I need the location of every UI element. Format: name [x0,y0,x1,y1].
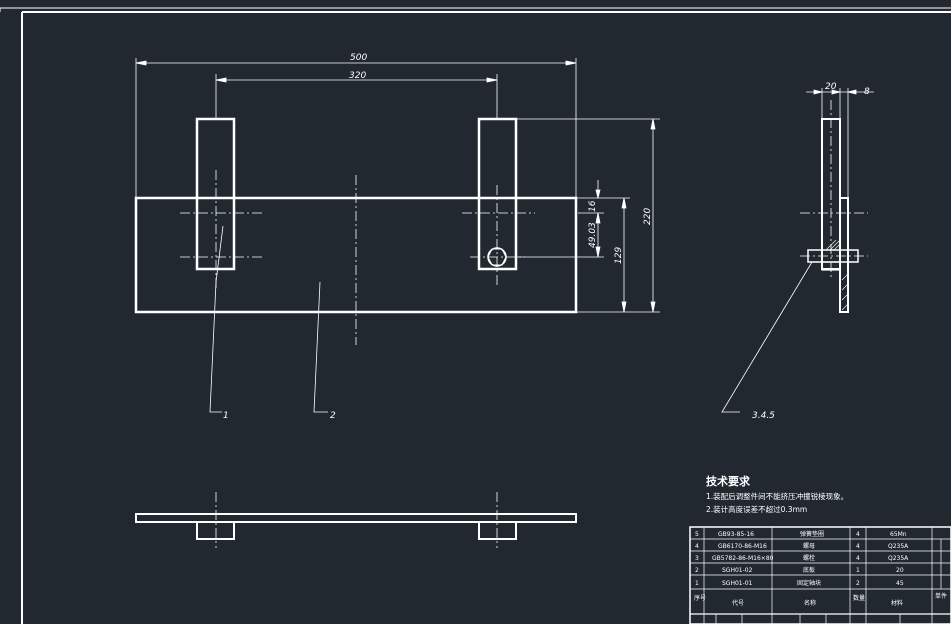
bom-header-name: 名称 [804,599,816,607]
dim-height-total: 220 [643,208,653,225]
tech-req-item-1: 1.装配后调整件间不能挤压冲撞锐棱现象。 [706,491,848,501]
bom-row-no: 1 [695,580,699,587]
right-block [477,117,518,271]
bom-row: 5 GB93-85-16 弹簧垫圈 4 65Mn [695,530,907,538]
bom-row-material: 65Mn [890,531,907,538]
bom-row-no: 4 [695,543,699,550]
bom-row-code: SGH01-02 [722,567,753,574]
dim-hole-spacing: 320 [349,71,366,81]
bom-row-no: 2 [695,567,699,574]
side-view [721,100,868,413]
dim-overall-length: 500 [350,53,367,63]
side-hatch [825,239,849,311]
dim-side-width: 20 [825,82,837,92]
bom-row-no: 3 [695,555,699,562]
bom-row-material: Q235A [888,555,909,562]
bom-table [689,526,951,624]
front-view [134,117,578,413]
bom-row-name: 底板 [803,566,815,574]
dim-height-small: 49.03 [588,222,598,248]
part-label-345: 3.4.5 [752,411,775,421]
dim-side-thickness: 8 [864,87,870,97]
top-view [135,492,577,548]
bom-rows: 5 GB93-85-16 弹簧垫圈 4 65Mn 4 GB6170-86-M16… [694,530,947,607]
bom-row-qty: 2 [856,580,860,587]
leader-lines [209,225,328,413]
dim-height-mid: 129 [614,247,624,264]
bom-header: 序号 代号 名称 数量 材料 单件 [694,592,947,607]
left-block [195,117,236,271]
drawing-frame [0,7,951,624]
bom-row-code: GB5782-86-M16×80 [712,555,774,562]
bom-row-name: 固定轴块 [797,579,821,587]
top-right-block [478,521,517,540]
bom-row-code: GB6170-86-M16 [718,543,767,550]
tech-req-item-2: 2.装计高度误差不超过0.3mm [706,504,807,514]
front-dimensions [135,58,660,313]
side-plate [839,197,849,313]
top-plate [135,513,577,523]
bom-row: 4 GB6170-86-M16 螺母 4 Q235A [695,542,909,550]
bom-row-material: 20 [896,567,904,574]
bom-row: 2 SGH01-02 底板 1 20 [695,566,904,574]
dim-offset-top: 16 [588,200,598,212]
bom-row-code: SGH01-01 [722,580,753,587]
bom-header-qty: 数量 [853,594,865,602]
part-label-2: 2 [330,411,336,421]
bom-row-material: 45 [896,580,904,587]
bom-row: 1 SGH01-01 固定轴块 2 45 [695,579,904,587]
bom-row-qty: 4 [856,555,860,562]
tech-req-title: 技术要求 [706,474,751,488]
bom-row-material: Q235A [888,543,909,550]
bom-header-no: 序号 [694,594,706,602]
bom-row-name: 弹簧垫圈 [800,530,824,538]
bom-row-qty: 1 [856,567,860,574]
bom-header-extra: 单件 [935,592,947,600]
bom-row-name: 螺母 [803,542,815,550]
side-dimensions [806,88,874,198]
bom-row-qty: 4 [856,543,860,550]
top-left-block [196,521,235,540]
bom-row-qty: 4 [856,531,860,538]
bom-row: 3 GB5782-86-M16×80 螺栓 4 Q235A [695,554,909,562]
part-label-1: 1 [223,411,229,421]
bom-row-name: 螺栓 [803,554,815,562]
bom-row-code: GB93-85-16 [718,531,754,538]
bom-header-code: 代号 [732,599,744,607]
bom-header-material: 材料 [891,599,903,607]
bom-row-no: 5 [695,531,699,538]
